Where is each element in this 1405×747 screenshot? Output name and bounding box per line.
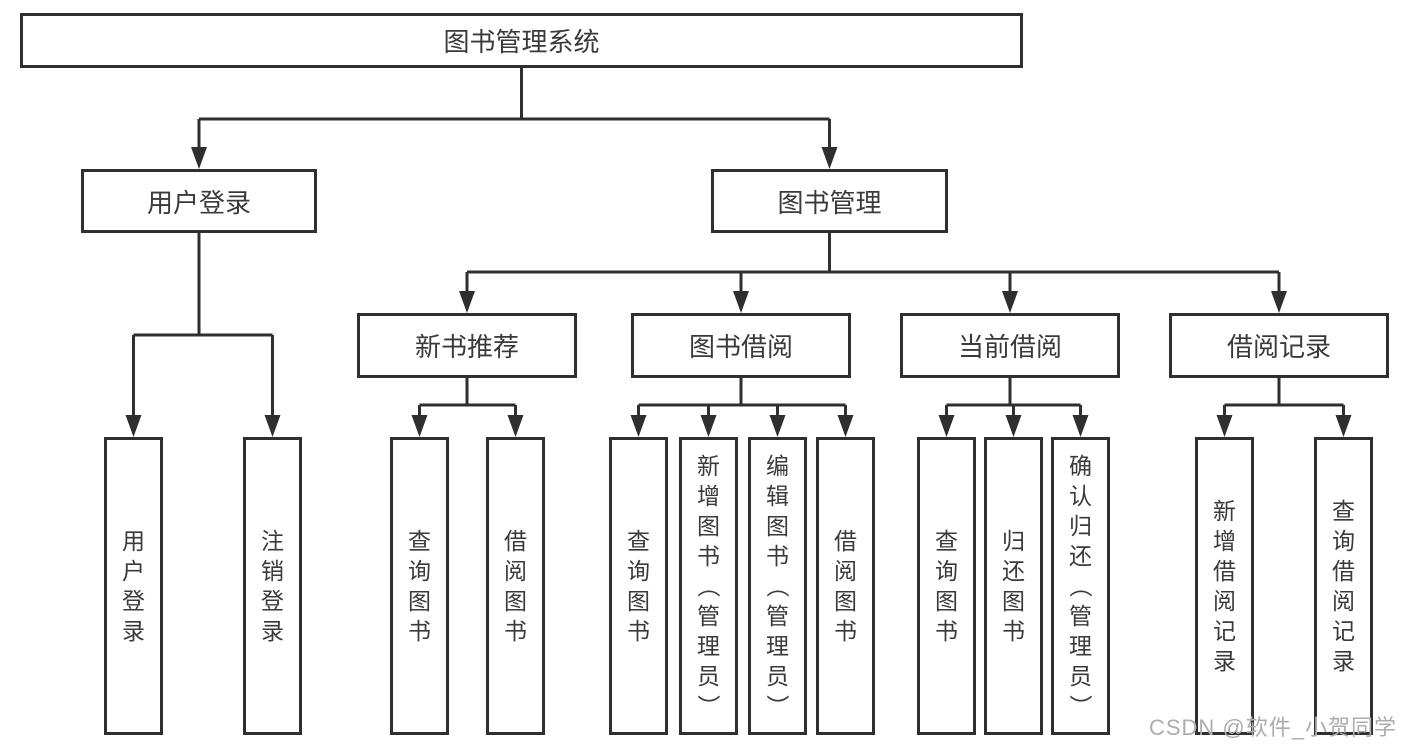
leaf-add-books-admin: 新增图书（管理员） [679, 437, 738, 735]
node-book-management: 图书管理 [711, 169, 948, 233]
node-current-borrowing: 当前借阅 [900, 313, 1120, 378]
leaf-user-login: 用户登录 [104, 437, 163, 735]
leaf-query-books-current: 查询图书 [917, 437, 976, 735]
leaf-return-books: 归还图书 [984, 437, 1043, 735]
node-book-borrowing: 图书借阅 [631, 313, 851, 378]
node-user-login: 用户登录 [81, 169, 317, 233]
leaf-query-books-recommend: 查询图书 [390, 437, 449, 735]
leaf-confirm-return-admin: 确认归还（管理员） [1051, 437, 1110, 735]
leaf-query-borrow-record: 查询借阅记录 [1314, 437, 1373, 735]
leaf-edit-books-admin: 编辑图书（管理员） [748, 437, 807, 735]
leaf-query-books-borrowing: 查询图书 [609, 437, 668, 735]
node-library-system: 图书管理系统 [20, 13, 1023, 68]
node-new-book-recommend: 新书推荐 [357, 313, 577, 378]
leaf-borrow-books-recommend: 借阅图书 [486, 437, 545, 735]
node-borrow-records: 借阅记录 [1169, 313, 1389, 378]
leaf-logout: 注销登录 [243, 437, 302, 735]
csdn-watermark: CSDN @软件_小贺同学 [1148, 715, 1397, 740]
leaf-borrow-books-borrowing: 借阅图书 [816, 437, 875, 735]
leaf-add-borrow-record: 新增借阅记录 [1195, 437, 1254, 735]
